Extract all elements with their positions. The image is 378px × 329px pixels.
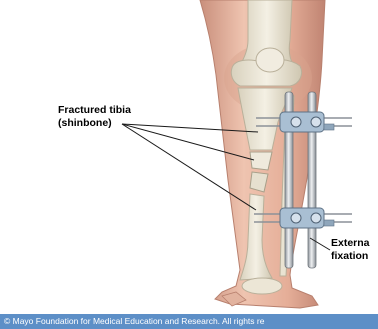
fixator-bolt bbox=[291, 213, 301, 223]
fixator-pin-end bbox=[324, 124, 334, 130]
label-fixation: fixation bbox=[331, 250, 368, 263]
label-shinbone: (shinbone) bbox=[58, 117, 112, 130]
fixator-bolt bbox=[291, 117, 301, 127]
label-fractured-tibia: Fractured tibia bbox=[58, 104, 131, 117]
label-external: Externa bbox=[331, 237, 370, 250]
patella bbox=[256, 48, 284, 72]
tibia-fragment-1 bbox=[250, 152, 272, 170]
copyright-text: © Mayo Foundation for Medical Education … bbox=[4, 314, 264, 329]
fixator-pin-end bbox=[324, 220, 334, 226]
copyright-bar: © Mayo Foundation for Medical Education … bbox=[0, 314, 378, 329]
fixator-bolt bbox=[311, 213, 321, 223]
fixator-bolt bbox=[311, 117, 321, 127]
ankle-bone bbox=[242, 278, 282, 294]
